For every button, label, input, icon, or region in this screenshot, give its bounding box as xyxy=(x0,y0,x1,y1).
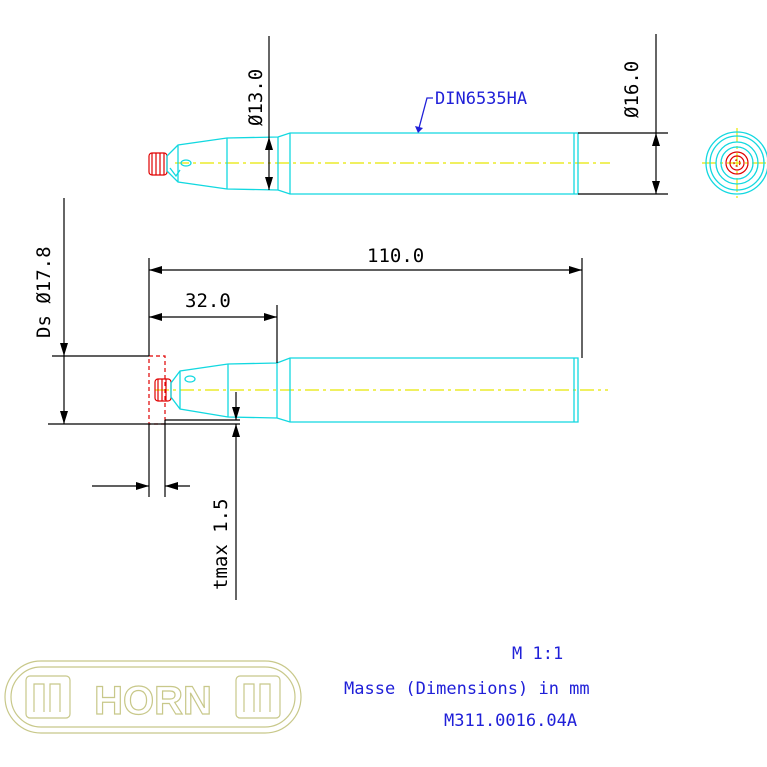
logo-left-mark xyxy=(25,675,71,719)
end-view xyxy=(702,128,767,198)
dim-l32: 32.0 xyxy=(185,290,231,312)
dim-ds: Ds Ø17.8 xyxy=(33,246,55,338)
dim-l110: 110.0 xyxy=(367,245,424,267)
bottom-view: 110.0 32.0 Ds Ø17.8 tmax 1.5 xyxy=(33,198,608,600)
dim-tmax: tmax 1.5 xyxy=(210,498,232,590)
top-insert xyxy=(148,152,168,176)
logo-right-mark xyxy=(235,675,281,719)
dim-d13: Ø13.0 xyxy=(245,69,267,126)
logo-text: HORN xyxy=(94,679,212,723)
horn-logo: HORN xyxy=(4,660,302,734)
din-leader xyxy=(418,97,433,129)
units-text: Masse (Dimensions) in mm xyxy=(344,679,590,699)
top-view: Ø13.0 Ø16.0 DIN6535HA xyxy=(148,34,668,195)
scale-text: M 1:1 xyxy=(512,644,563,664)
drawing-number: M311.0016.04A xyxy=(444,711,577,731)
dim-d16: Ø16.0 xyxy=(621,61,643,118)
title-block: M 1:1 Masse (Dimensions) in mm M311.0016… xyxy=(344,644,590,731)
din-label: DIN6535HA xyxy=(435,89,527,109)
